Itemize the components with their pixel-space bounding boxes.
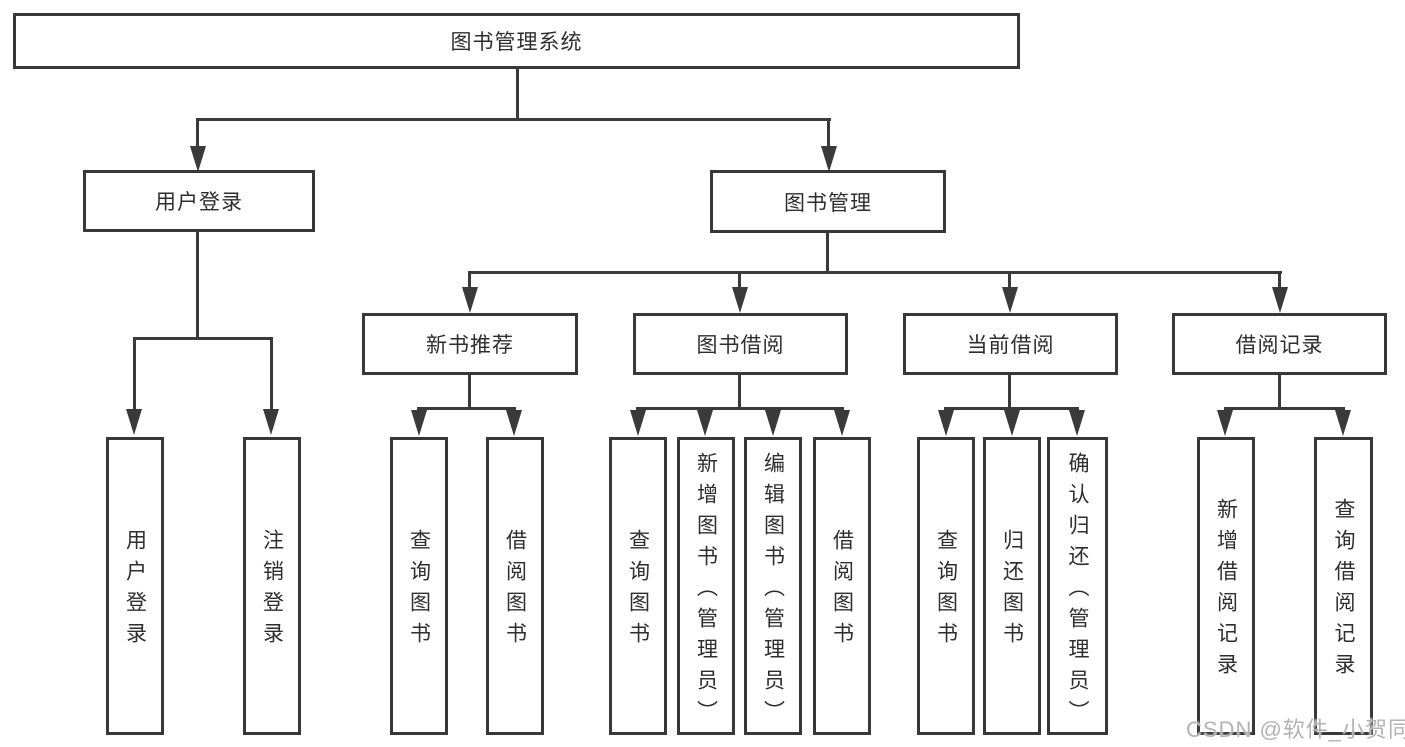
arrowhead-current-borrow [1002,287,1018,313]
connector-stem-user-login [196,118,199,149]
node-current-borrow: 当前借阅 [903,313,1118,375]
leaf-borrow-books: 借阅图书 [813,437,871,735]
connector-borrow-record-branch [1224,407,1345,410]
arrowhead-user-login [190,146,206,172]
connector-new-book-drop [468,375,471,409]
connector-stem-borrow-record [1278,271,1281,289]
arrowhead-borrow-query [630,410,646,436]
connector-user-login-drop [196,232,199,340]
arrowhead-leaf-user-login [126,409,142,435]
connector-book-management-branch [468,271,1282,274]
node-user-login: 用户登录 [83,170,315,232]
connector-stem-new-book [468,271,471,289]
leaf-add-borrow-record: 新增借阅记录 [1197,437,1255,735]
connector-borrow-record-drop [1278,375,1281,409]
arrowhead-leaf-logout [263,409,279,435]
connector-stem-book-management [827,118,830,149]
connector-book-borrow-drop [738,375,741,409]
arrowhead-recommend-borrow [506,410,522,436]
leaf-logout-login: 注销登录 [243,437,301,735]
connector-root-drop [516,68,519,121]
leaf-recommend-query-books: 查询图书 [390,437,448,735]
node-borrow-record: 借阅记录 [1172,313,1387,375]
connector-user-login-branch [133,337,273,340]
connector-current-borrow-branch [944,407,1079,410]
node-book-management: 图书管理 [710,170,946,233]
arrowhead-borrow-books [834,410,850,436]
connector-stem-leaf-logout [270,337,273,411]
leaf-add-books-admin: 新增图书（管理员） [677,437,735,735]
leaf-return-books: 归还图书 [983,437,1041,735]
arrowhead-add-record [1217,410,1233,436]
connector-book-borrow-branch [636,407,844,410]
connector-book-management-drop [826,233,829,274]
connector-new-book-branch [417,407,516,410]
leaf-confirm-return-admin: 确认归还（管理员） [1047,437,1108,735]
leaf-query-borrow-record: 查询借阅记录 [1314,437,1373,735]
connector-root-branch [196,118,831,121]
arrowhead-borrow-record [1272,287,1288,313]
connector-stem-book-borrow [738,271,741,289]
connector-stem-current-borrow [1008,271,1011,289]
leaf-current-query-books: 查询图书 [917,437,975,735]
arrowhead-confirm-return [1069,410,1085,436]
arrowhead-book-management [821,146,837,172]
connector-stem-leaf-user-login [133,337,136,411]
arrowhead-recommend-query [411,410,427,436]
node-root-library-system: 图书管理系统 [13,13,1020,69]
arrowhead-return-books [1004,410,1020,436]
node-book-borrow: 图书借阅 [633,313,848,375]
leaf-edit-books-admin: 编辑图书（管理员） [744,437,802,735]
leaf-recommend-borrow-books: 借阅图书 [486,437,544,735]
node-new-book-recommend: 新书推荐 [362,313,578,375]
arrowhead-query-record [1335,410,1351,436]
csdn-watermark: CSDN @软件_小贺同学 [1186,717,1405,742]
connector-current-borrow-drop [1008,375,1011,409]
arrowhead-book-borrow [732,287,748,313]
leaf-user-login: 用户登录 [106,437,164,735]
arrowhead-new-book [462,287,478,313]
arrowhead-edit-books [765,410,781,436]
leaf-borrow-query-books: 查询图书 [609,437,667,735]
arrowhead-add-books [697,410,713,436]
arrowhead-current-query [938,410,954,436]
